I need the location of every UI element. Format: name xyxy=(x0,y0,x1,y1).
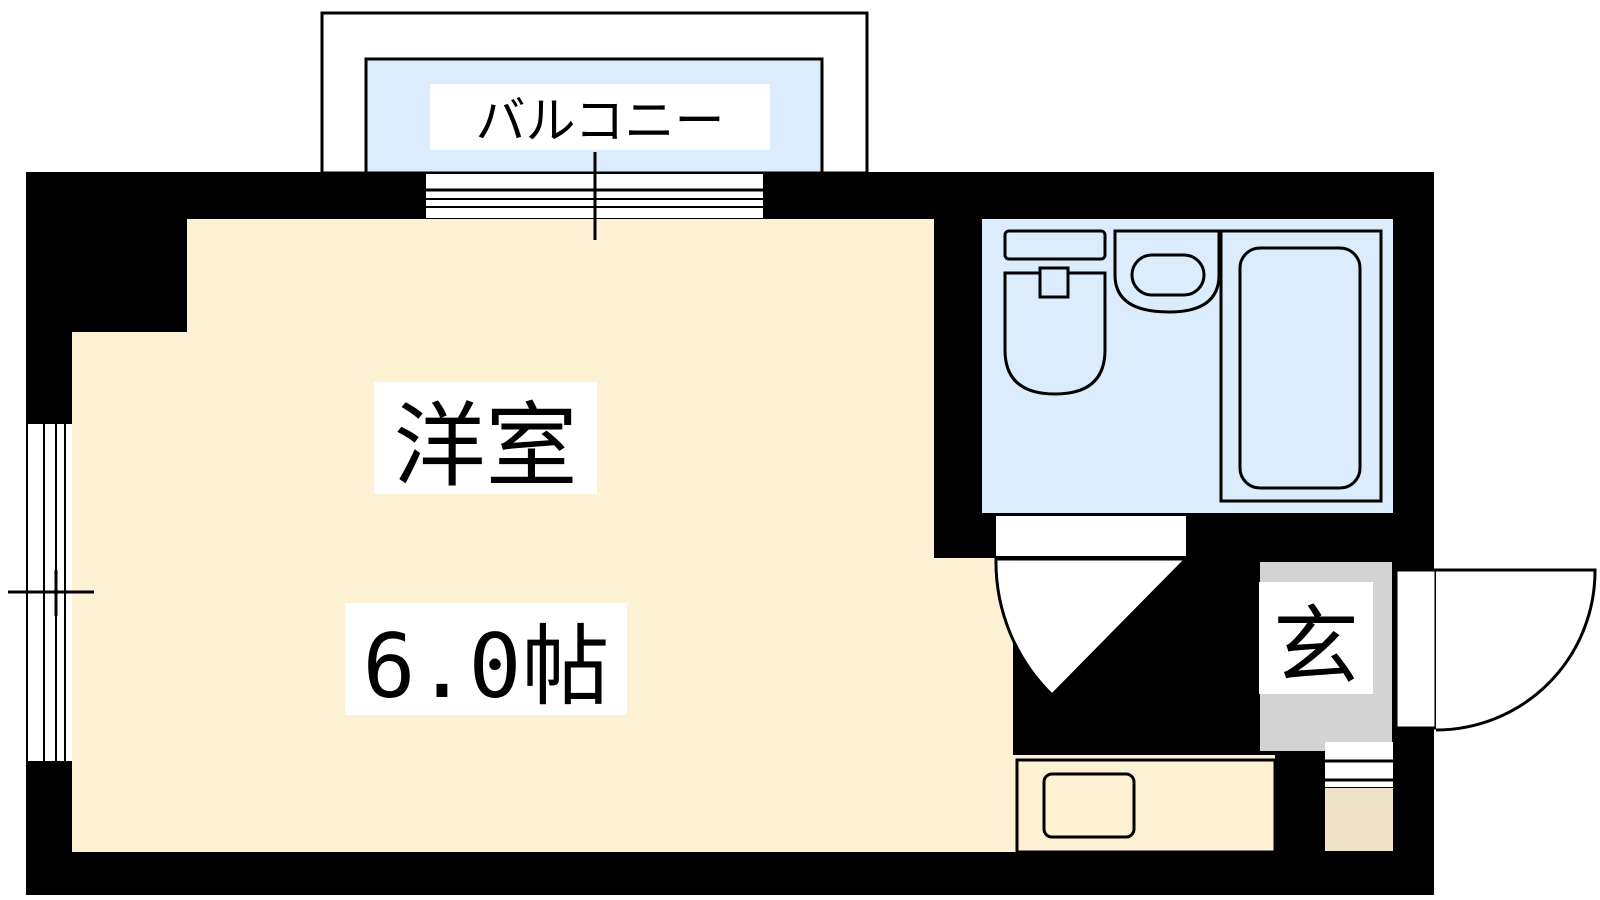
entrance-door-swing xyxy=(1435,568,1597,732)
entrance-door-frame xyxy=(1394,568,1438,730)
shoe-storage xyxy=(1325,788,1393,851)
bathtub-icon xyxy=(1219,229,1383,503)
room-size-label: 6.0帖 xyxy=(345,603,627,718)
room-label: 洋室 xyxy=(374,382,597,500)
bathroom-door-opening xyxy=(996,516,1186,556)
balcony-label: バルコニー xyxy=(430,84,770,150)
toilet-icon xyxy=(1003,229,1107,396)
door-swing-icon xyxy=(994,557,1190,698)
washbasin-icon xyxy=(1113,229,1221,314)
entrance-label: 玄 xyxy=(1259,582,1373,697)
kitchen-sink-icon xyxy=(1015,758,1277,854)
